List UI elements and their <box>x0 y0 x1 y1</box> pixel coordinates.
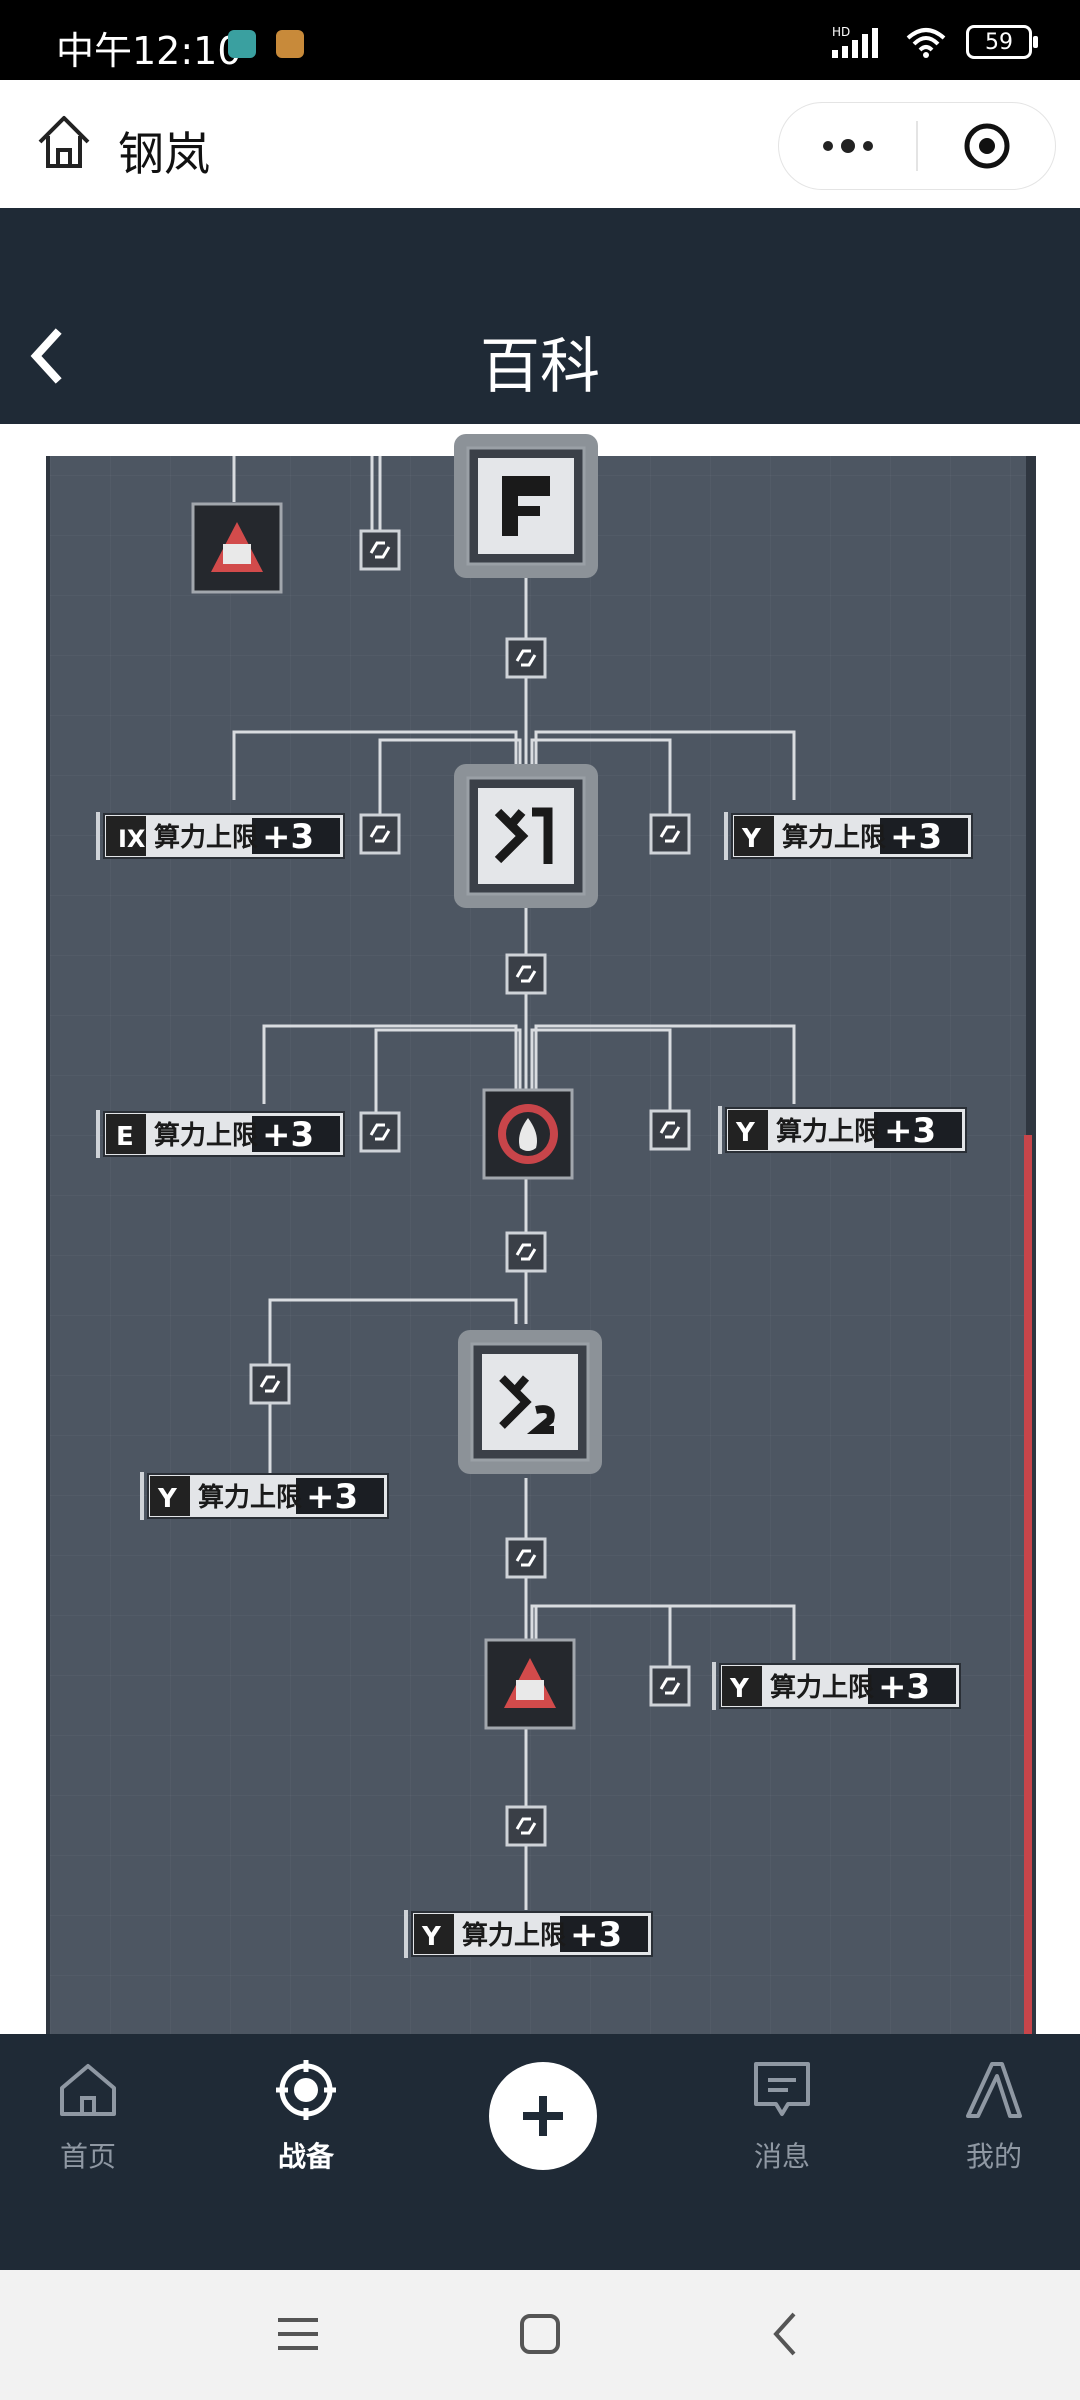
svg-text:Y: Y <box>421 1922 442 1952</box>
svg-text:算力上限: 算力上限 <box>776 1116 880 1147</box>
stat-node[interactable]: Y 算力上限 +3 <box>717 1105 967 1155</box>
skill-tree: IX 算力上限 +3 Y 算力上限 +3 E 算力上限 +3 Y 算力上限 +3… <box>95 432 973 1959</box>
home-nav-icon[interactable] <box>518 2312 562 2356</box>
profile-logo-icon <box>966 2062 1022 2118</box>
capsule-menu <box>778 102 1056 190</box>
svg-text:Y: Y <box>741 824 762 854</box>
svg-text:+3: +3 <box>262 1115 314 1155</box>
signal-icon: HD <box>832 25 878 58</box>
app-notification-icon <box>276 30 304 58</box>
stat-node[interactable]: Y 算力上限 +3 <box>723 811 973 861</box>
emblem-node-bottom[interactable] <box>484 1638 576 1730</box>
tab-label: 我的 <box>965 2140 1022 2173</box>
battery-level: 59 <box>985 29 1013 55</box>
stat-node[interactable]: Y 算力上限 +3 <box>139 1471 389 1521</box>
svg-text:Y: Y <box>735 1118 756 1148</box>
network-badge: HD <box>832 25 850 39</box>
core-node-f[interactable] <box>452 432 600 580</box>
tab-messages[interactable]: 消息 <box>712 2058 852 2175</box>
record-target-icon <box>964 123 1009 169</box>
tab-profile[interactable]: 我的 <box>924 2058 1064 2175</box>
back-nav-icon[interactable] <box>770 2310 800 2358</box>
app-notification-icon <box>228 30 256 58</box>
system-nav-bar <box>0 2270 1080 2400</box>
svg-text:Y: Y <box>157 1484 178 1514</box>
svg-text:Y: Y <box>729 1674 750 1704</box>
svg-text:+3: +3 <box>262 817 314 857</box>
svg-text:+3: +3 <box>306 1477 358 1517</box>
stat-node[interactable]: Y 算力上限 +3 <box>403 1909 653 1959</box>
svg-text:IX: IX <box>118 825 146 853</box>
page-header <box>0 208 1080 424</box>
scroll-indicator <box>1024 1135 1032 2035</box>
home-icon <box>60 2064 116 2116</box>
status-time: 中午12:10 <box>56 29 242 73</box>
add-button[interactable] <box>489 2062 597 2170</box>
svg-text:+3: +3 <box>890 817 942 857</box>
more-dots-icon <box>822 139 873 153</box>
skill-tree-panel <box>46 456 1036 2036</box>
stat-node[interactable]: IX 算力上限 +3 <box>95 811 345 861</box>
svg-text:+3: +3 <box>884 1111 936 1151</box>
svg-text:算力上限: 算力上限 <box>154 822 258 853</box>
mini-program-title: 钢岚 <box>118 127 210 181</box>
svg-text:算力上限: 算力上限 <box>462 1920 566 1951</box>
emblem-node-top[interactable] <box>191 502 283 594</box>
svg-text:+3: +3 <box>570 1915 622 1955</box>
battery-indicator: 59 <box>966 25 1038 59</box>
svg-text:算力上限: 算力上限 <box>154 1120 258 1151</box>
svg-text:算力上限: 算力上限 <box>770 1672 874 1703</box>
tab-label: 消息 <box>753 2140 810 2173</box>
stat-node[interactable]: E 算力上限 +3 <box>95 1109 345 1159</box>
svg-text:+3: +3 <box>878 1667 930 1707</box>
recent-apps-icon[interactable] <box>276 2314 320 2354</box>
close-button[interactable] <box>918 121 1055 171</box>
stat-node[interactable]: Y 算力上限 +3 <box>711 1661 961 1711</box>
tab-label: 战备 <box>277 2140 334 2173</box>
back-arrow-icon[interactable] <box>26 326 66 386</box>
tab-combat-prep[interactable]: 战备 <box>236 2058 376 2175</box>
emblem-node-flame[interactable] <box>482 1088 574 1180</box>
core-node-x2[interactable] <box>456 1328 604 1476</box>
svg-text:算力上限: 算力上限 <box>198 1482 302 1513</box>
tab-label: 首页 <box>59 2140 116 2173</box>
tab-home[interactable]: 首页 <box>18 2058 158 2175</box>
page-title: 百科 <box>480 332 600 402</box>
svg-text:算力上限: 算力上限 <box>782 822 886 853</box>
home-icon[interactable] <box>34 112 94 172</box>
wifi-icon <box>906 28 946 58</box>
plus-icon <box>523 2096 563 2136</box>
message-icon <box>754 2062 810 2116</box>
more-button[interactable] <box>779 136 916 156</box>
crosshair-icon <box>276 2060 336 2120</box>
status-bar: 中午12:10 HD 59 <box>0 0 1080 80</box>
svg-text:E: E <box>116 1122 134 1152</box>
core-node-x1[interactable] <box>452 762 600 910</box>
